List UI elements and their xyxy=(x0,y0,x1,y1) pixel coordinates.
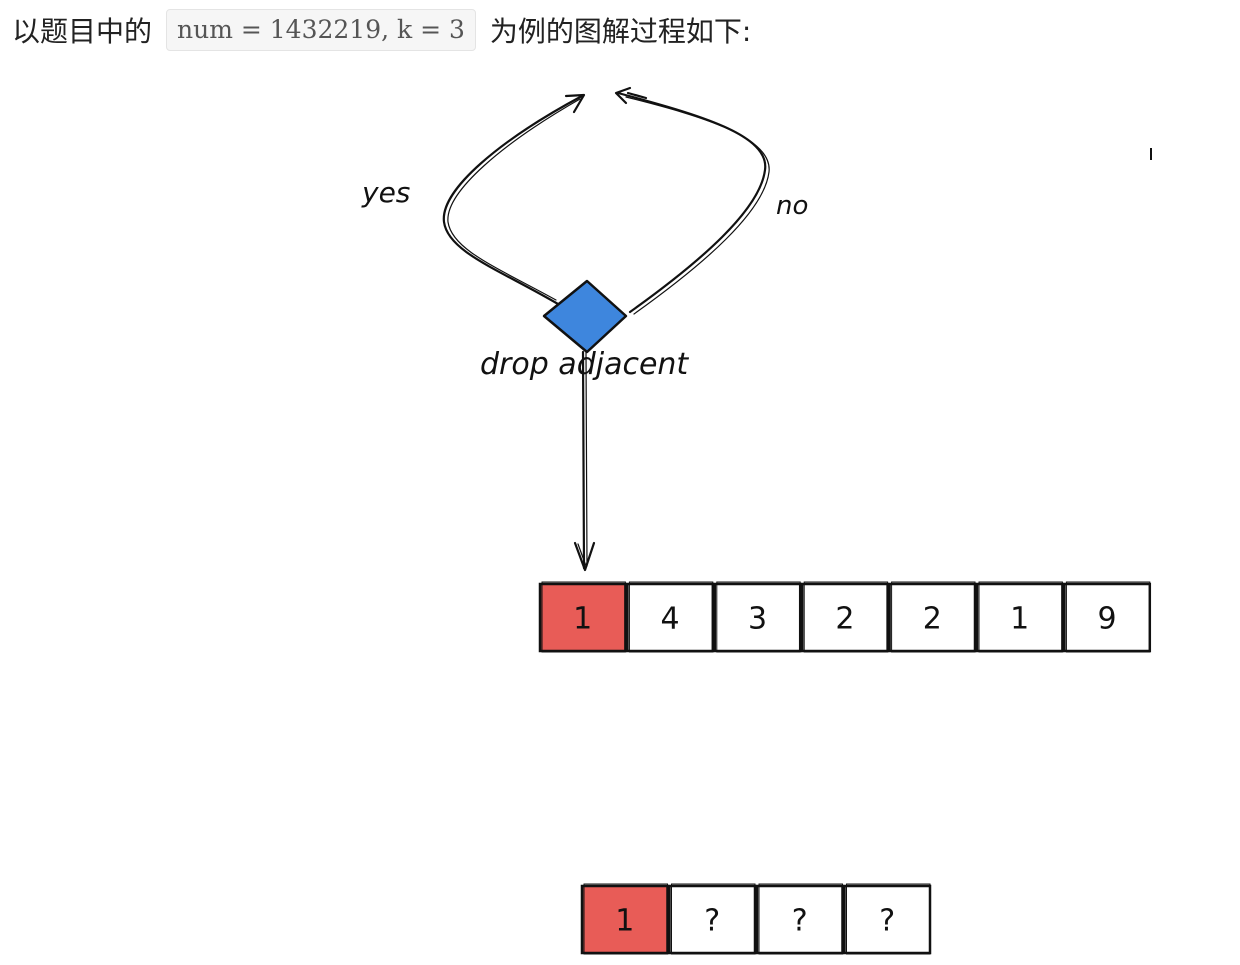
input-digit-row: 1 4 3 2 2 1 9 xyxy=(538,581,1152,653)
input-digit-cell-digit: 3 xyxy=(748,602,767,637)
intro-line: 以题目中的 num = 1432219, k = 3 为例的图解过程如下: xyxy=(12,8,751,52)
input-digit-cell-box xyxy=(975,582,1064,653)
input-digit-cell: 9 xyxy=(1063,581,1152,653)
no-label: no xyxy=(776,191,808,221)
input-digit-cell: 1 xyxy=(538,581,627,653)
input-digit-cell-box xyxy=(538,582,627,653)
input-digit-cell-box xyxy=(888,582,977,653)
input-digit-cell: 1 xyxy=(975,581,1064,653)
input-digit-cell-digit: 4 xyxy=(661,602,680,637)
result-digit-cell: 1 xyxy=(580,883,669,955)
result-digit-cell-box xyxy=(843,884,932,955)
result-digit-cell-box xyxy=(580,884,669,955)
yes-loop-arrow xyxy=(442,94,584,306)
yes-arrowhead xyxy=(564,93,586,114)
intro-text-after: 为例的图解过程如下: xyxy=(489,15,752,48)
result-digit-cell-digit: ? xyxy=(792,904,808,939)
input-digit-cell-box xyxy=(626,582,715,653)
yes-label: yes xyxy=(361,176,410,209)
decision-label: drop adjacent xyxy=(480,347,689,382)
result-digit-cell: ? xyxy=(668,883,757,955)
result-digit-row: 1??? xyxy=(580,883,932,955)
no-arrowhead xyxy=(614,86,632,105)
input-digit-cell-digit: 2 xyxy=(923,602,942,637)
input-digit-cell: 4 xyxy=(626,581,715,653)
input-digit-cell-digit: 2 xyxy=(835,602,854,637)
result-digit-cell-box xyxy=(668,884,757,955)
result-digit-cell-box xyxy=(755,884,844,955)
input-digit-cell-digit: 9 xyxy=(1098,602,1117,637)
inline-code: num = 1432219, k = 3 xyxy=(166,9,476,51)
input-digit-cell-digit: 1 xyxy=(1010,602,1029,637)
down-arrow xyxy=(581,350,586,570)
result-digit-cell-digit: ? xyxy=(704,904,720,939)
input-digit-cell-box xyxy=(713,582,802,653)
input-digit-cell: 2 xyxy=(888,581,977,653)
input-digit-cell: 3 xyxy=(713,581,802,653)
decision-diamond xyxy=(542,279,628,354)
result-digit-cell: ? xyxy=(755,883,844,955)
result-digit-cell: ? xyxy=(843,883,932,955)
intro-text-before: 以题目中的 xyxy=(12,15,153,48)
down-arrowhead xyxy=(573,541,596,572)
input-digit-cell-box xyxy=(1063,582,1152,653)
result-digit-cell-digit: ? xyxy=(879,904,895,939)
no-loop-arrow xyxy=(616,91,767,314)
input-digit-cell: 2 xyxy=(800,581,889,653)
input-digit-cell-digit: 1 xyxy=(573,602,592,637)
result-digit-cell-digit: 1 xyxy=(615,904,634,939)
